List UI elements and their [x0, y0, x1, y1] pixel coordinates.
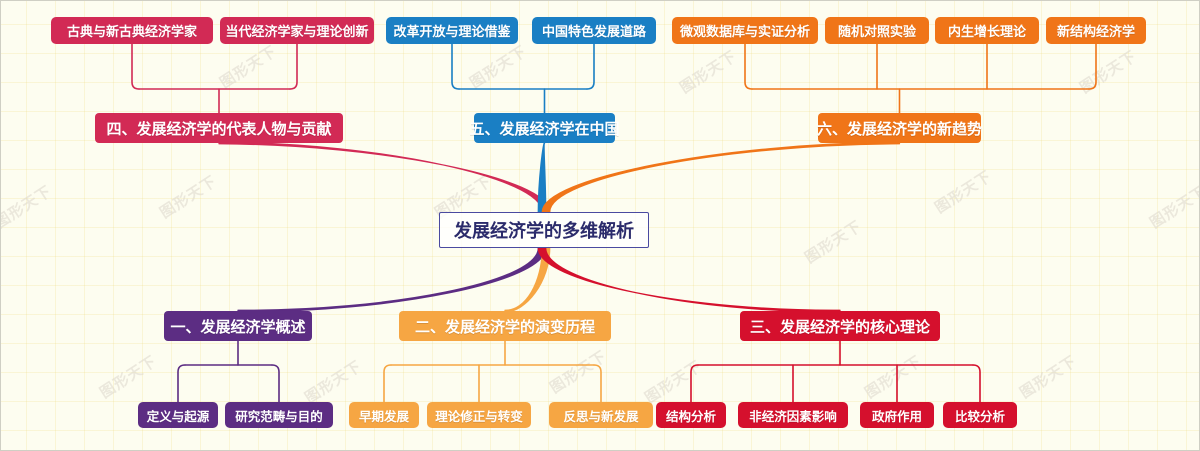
leaf-node-3-1[interactable]: 结构分析: [656, 402, 726, 428]
connector-branch1-child2: [271, 364, 280, 403]
leaf-node-1-2[interactable]: 研究范畴与目的: [225, 402, 333, 428]
connector-branch2-child1: [383, 364, 392, 403]
connector-branch5-child1: [451, 43, 460, 90]
branch-node-6[interactable]: 六、发展经济学的新趋势: [817, 113, 982, 143]
leaf-node-5-1[interactable]: 改革开放与理论借鉴: [386, 17, 518, 44]
leaf-node-4-1[interactable]: 古典与新古典经济学家: [51, 17, 213, 44]
connector-branch3-child4: [972, 364, 981, 403]
connector-root-branch-6: [541, 141, 901, 213]
leaf-node-3-4[interactable]: 比较分析: [943, 402, 1017, 428]
root-node[interactable]: 发展经济学的多维解析: [439, 212, 649, 248]
leaf-node-6-1[interactable]: 微观数据库与实证分析: [672, 17, 818, 44]
connector-branch4-child1: [131, 43, 140, 90]
connector-branch3-child1: [690, 364, 699, 403]
leaf-node-5-2[interactable]: 中国特色发展道路: [532, 17, 656, 44]
connector-branch1-child1: [177, 364, 186, 403]
connector-branch2-child3: [593, 364, 602, 403]
connector-branch6-child1: [744, 43, 753, 90]
leaf-node-3-3[interactable]: 政府作用: [860, 402, 934, 428]
connector-branch5-child2: [586, 43, 595, 90]
branch-node-1[interactable]: 一、发展经济学概述: [164, 311, 312, 341]
leaf-node-4-2[interactable]: 当代经济学家与理论创新: [220, 17, 374, 44]
leaf-node-2-2[interactable]: 理论修正与转变: [427, 402, 531, 428]
branch-node-2[interactable]: 二、发展经济学的演变历程: [399, 311, 611, 341]
leaf-node-6-4[interactable]: 新结构经济学: [1046, 17, 1146, 44]
connector-branch6-child4: [1088, 43, 1097, 90]
branch-node-5[interactable]: 五、发展经济学在中国: [470, 113, 620, 143]
leaf-node-2-3[interactable]: 反思与新发展: [549, 402, 653, 428]
connector-root-branch-1: [237, 247, 547, 313]
connector-branch4-child2: [289, 43, 298, 90]
branch-node-4[interactable]: 四、发展经济学的代表人物与贡献: [95, 113, 343, 143]
connector-root-branch-4: [218, 141, 551, 213]
connector-root-branch-3: [537, 247, 841, 313]
leaf-node-1-1[interactable]: 定义与起源: [138, 402, 218, 428]
leaf-node-3-2[interactable]: 非经济因素影响: [738, 402, 848, 428]
leaf-node-2-1[interactable]: 早期发展: [349, 402, 419, 428]
connector-root-branch-5: [537, 141, 547, 213]
leaf-node-6-2[interactable]: 随机对照实验: [825, 17, 929, 44]
leaf-node-6-3[interactable]: 内生增长理论: [935, 17, 1039, 44]
branch-node-3[interactable]: 三、发展经济学的核心理论: [740, 311, 940, 341]
